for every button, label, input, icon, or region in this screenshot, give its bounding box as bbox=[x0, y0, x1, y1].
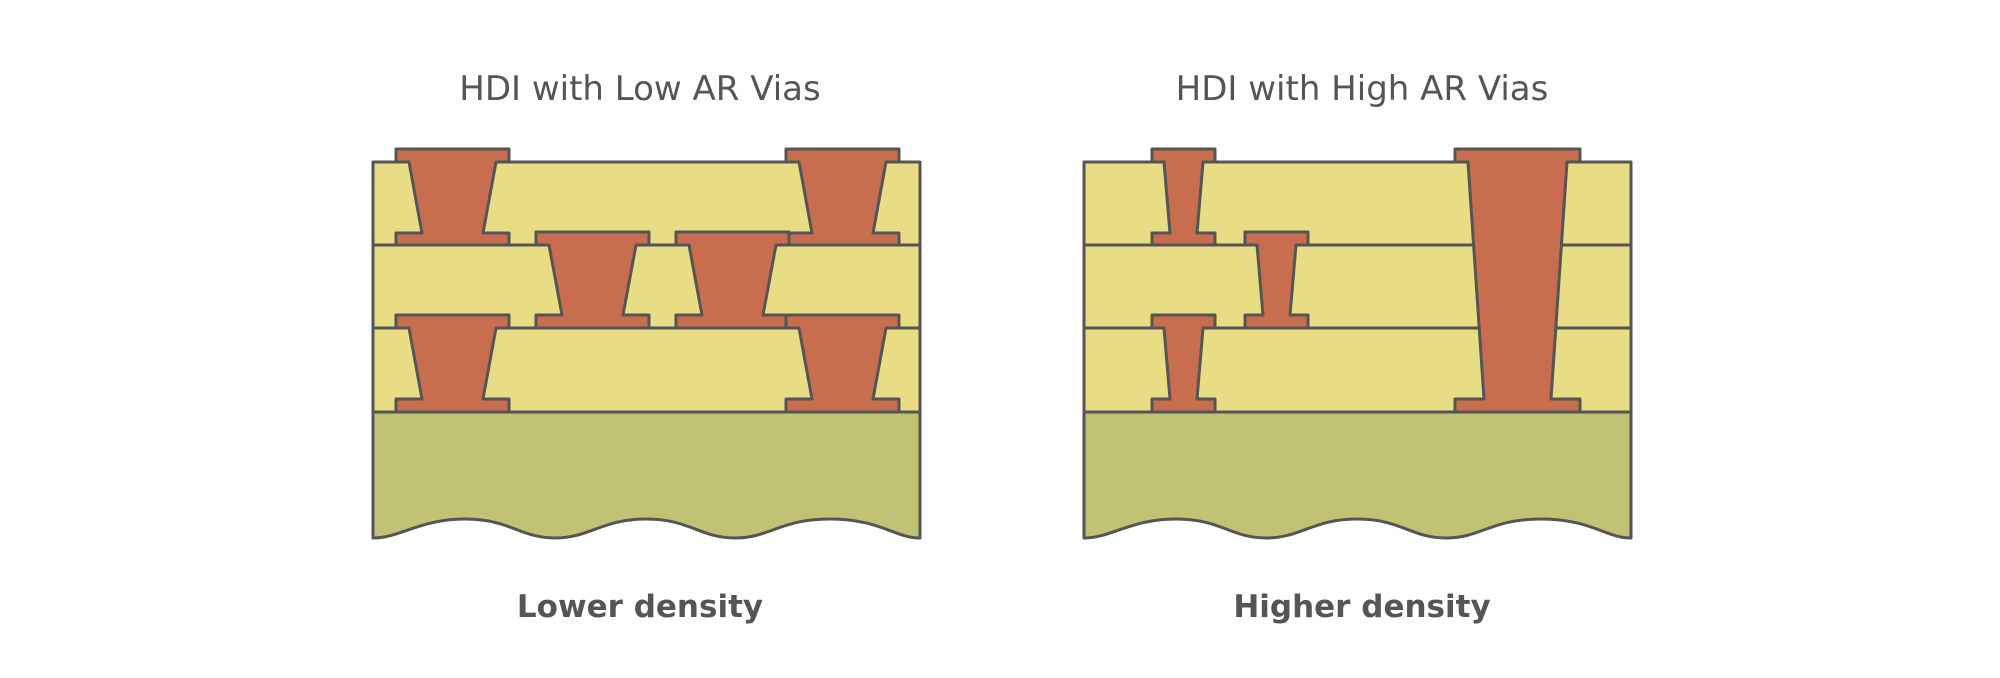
via-through-high-ar bbox=[1453, 147, 1582, 414]
via-l2-left bbox=[534, 230, 651, 330]
core-substrate bbox=[1082, 410, 1633, 540]
panel-caption-low-ar: Lower density bbox=[517, 589, 763, 625]
via-l1-right bbox=[784, 147, 901, 247]
panel-caption-high-ar: Higher density bbox=[1233, 589, 1490, 625]
via-narrow-l1 bbox=[1150, 147, 1217, 247]
via-narrow-l3 bbox=[1150, 313, 1217, 414]
via-narrow-l2 bbox=[1243, 230, 1310, 330]
panel-low-ar: HDI with Low AR Vias Lower density bbox=[371, 69, 922, 625]
via-l1-left bbox=[394, 147, 511, 247]
panel-title-high-ar: HDI with High AR Vias bbox=[1176, 69, 1549, 109]
core-substrate bbox=[371, 410, 922, 540]
panel-title-low-ar: HDI with Low AR Vias bbox=[459, 69, 820, 109]
panel-high-ar: HDI with High AR Vias Higher density bbox=[1082, 69, 1633, 625]
via-l3-left bbox=[394, 313, 511, 414]
via-l3-right bbox=[784, 313, 901, 414]
